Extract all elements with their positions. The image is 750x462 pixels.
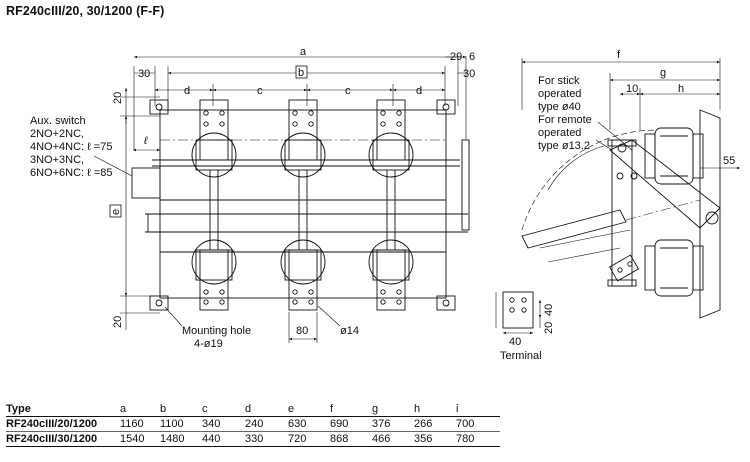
dim-55-label: 55	[723, 155, 735, 167]
dim-10-label: 10	[626, 83, 638, 95]
cell: 780	[456, 433, 475, 445]
dim-d-left-label: d	[184, 85, 190, 97]
cell: 630	[288, 418, 307, 430]
col-i: i	[456, 403, 459, 415]
pole-3	[368, 99, 414, 311]
cell: 466	[372, 433, 391, 445]
stick-note-line-1: For stick	[538, 75, 580, 87]
dim-6-label: 6	[469, 51, 475, 63]
dim-f-label: f	[617, 49, 621, 61]
aux-switch-line-3: 4NO+4NC: ℓ =75	[30, 141, 112, 153]
cell: 266	[414, 418, 433, 430]
col-c: c	[202, 403, 208, 415]
cell: 1100	[160, 418, 184, 430]
dim-30-left-label: 30	[138, 68, 150, 80]
cell: 376	[372, 418, 391, 430]
cell: RF240cIII/30/1200	[6, 433, 98, 445]
cell: 356	[414, 433, 433, 445]
aux-switch-line-2: 2NO+2NC,	[30, 128, 84, 140]
aux-switch-line-1: Aux. switch	[30, 115, 86, 127]
col-b: b	[160, 403, 167, 415]
cell: 1540	[120, 433, 145, 445]
terminal-detail	[495, 291, 542, 335]
technical-drawing: a b 30 29 6 30 d c c d 20 20 ℓ 80 ø14 Mo…	[30, 46, 740, 362]
cell: 1160	[120, 418, 144, 430]
remote-note-line-1: For remote	[538, 114, 592, 126]
col-h: h	[414, 403, 421, 415]
col-d: d	[245, 403, 252, 415]
table-row: RF240cIII/30/1200 1540 1480 440 330 720 …	[6, 432, 500, 447]
dim-l-label: ℓ	[143, 135, 148, 147]
terminal-dim-20: 20	[543, 322, 555, 334]
mounting-hole-spec: 4-ø19	[194, 338, 223, 350]
dim-c-left-label: c	[257, 85, 263, 97]
stick-note-line-3: type ø40	[538, 101, 581, 113]
side-view	[521, 58, 740, 319]
terminal-dim-40-v: 40	[543, 304, 555, 316]
cell: 720	[288, 433, 307, 445]
dim-30-right-label: 30	[463, 68, 475, 80]
cell: 340	[202, 418, 221, 430]
remote-note-line-2: operated	[538, 127, 581, 139]
col-a: a	[120, 403, 127, 415]
spec-table: Type a b c d e f g h i RF240cIII/20/1200…	[6, 402, 500, 447]
cell: 868	[330, 433, 349, 445]
cell: 440	[202, 433, 221, 445]
col-e: e	[288, 403, 295, 415]
dim-20-bottom-label: 20	[112, 316, 124, 328]
dim-29-label: 29	[450, 51, 462, 63]
dim-h-label: h	[678, 83, 684, 95]
table-row: RF240cIII/20/1200 1160 1100 340 240 630 …	[6, 417, 500, 432]
pole-1	[191, 99, 237, 311]
dim-80-label: 80	[296, 325, 308, 337]
aux-switch-line-4: 3NO+3NC,	[30, 154, 84, 166]
dim-e-label: e	[110, 209, 122, 215]
cell: 700	[456, 418, 475, 430]
col-type: Type	[6, 403, 31, 415]
dim-b-label: b	[298, 67, 304, 79]
col-f: f	[330, 403, 334, 415]
dim-c-right-label: c	[345, 85, 351, 97]
dim-14-label: ø14	[340, 325, 359, 337]
dim-20-top-label: 20	[112, 92, 124, 104]
terminal-label: Terminal	[500, 350, 542, 362]
mounting-hole-label: Mounting hole	[182, 325, 251, 337]
stick-note-line-2: operated	[538, 88, 581, 100]
pole-2	[280, 99, 326, 311]
dim-d-right-label: d	[416, 85, 422, 97]
cell: 690	[330, 418, 349, 430]
front-view	[93, 55, 470, 343]
cell: 240	[245, 418, 264, 430]
table-header-row: Type a b c d e f g h i	[6, 402, 500, 417]
cell: 1480	[160, 433, 185, 445]
terminal-dim-40-h: 40	[509, 336, 521, 348]
remote-note-line-3: type ø13.2	[538, 140, 590, 152]
cell: 330	[245, 433, 264, 445]
col-g: g	[372, 403, 379, 415]
cell: RF240cIII/20/1200	[6, 418, 98, 430]
dim-a-label: a	[300, 46, 307, 58]
dim-g-label: g	[660, 67, 666, 79]
aux-switch-line-5: 6NO+6NC: ℓ =85	[30, 167, 112, 179]
page-title: RF240cIII/20, 30/1200 (F-F)	[6, 4, 165, 18]
